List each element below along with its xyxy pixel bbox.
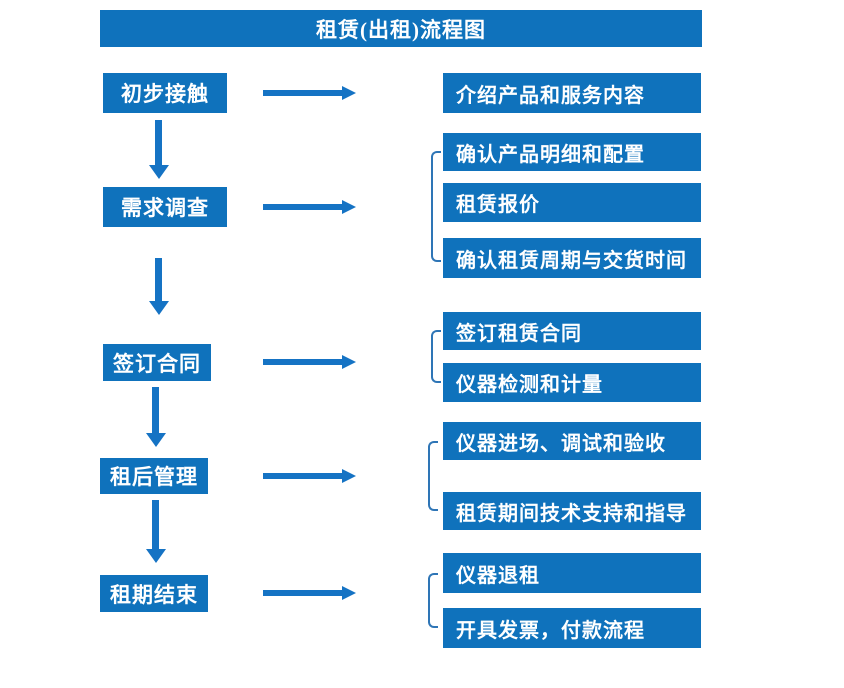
stage-box-initial-contact: 初步接触: [103, 73, 227, 113]
output-label: 仪器检测和计量: [456, 374, 603, 396]
output-box-sign-rental-contract: 签订租赁合同: [443, 312, 701, 350]
output-box-confirm-product-config: 确认产品明细和配置: [443, 133, 701, 171]
stage-box-sign-contract: 签订合同: [103, 344, 211, 381]
right-arrow-icon: [263, 469, 356, 483]
down-arrow-icon: [149, 258, 169, 315]
output-label: 签订租赁合同: [456, 322, 582, 345]
down-arrow-icon: [146, 500, 166, 563]
output-box-rental-quote: 租赁报价: [443, 183, 701, 222]
output-box-instrument-return: 仪器退租: [443, 553, 701, 593]
output-label: 开具发票，付款流程: [456, 619, 645, 642]
down-arrow-icon: [146, 387, 166, 447]
flow-title: 租赁(出租)流程图: [316, 17, 486, 42]
group-bracket: [428, 441, 438, 511]
group-bracket: [428, 573, 438, 628]
output-label: 确认租赁周期与交货时间: [456, 249, 687, 272]
stage-box-demand-survey: 需求调查: [103, 187, 227, 227]
output-label: 仪器退租: [456, 564, 540, 587]
output-box-instrument-onsite-acceptance: 仪器进场、调试和验收: [443, 422, 701, 460]
output-box-tech-support: 租赁期间技术支持和指导: [443, 492, 701, 530]
right-arrow-icon: [263, 586, 356, 600]
group-bracket: [431, 330, 441, 383]
stage-label: 需求调查: [121, 196, 209, 220]
flow-title-bar: 租赁(出租)流程图: [100, 10, 702, 47]
output-box-instrument-testing: 仪器检测和计量: [443, 363, 701, 402]
stage-box-post-rental-management: 租后管理: [100, 458, 208, 494]
output-label: 租赁期间技术支持和指导: [456, 502, 687, 525]
stage-label: 租期结束: [110, 582, 198, 607]
output-label: 租赁报价: [456, 194, 540, 216]
group-bracket: [431, 151, 441, 262]
output-box-invoice-payment: 开具发票，付款流程: [443, 608, 701, 648]
output-box-confirm-period-delivery: 确认租赁周期与交货时间: [443, 238, 701, 278]
right-arrow-icon: [263, 355, 356, 369]
output-box-intro-services: 介绍产品和服务内容: [443, 73, 701, 113]
stage-box-rental-end: 租期结束: [100, 575, 208, 612]
stage-label: 初步接触: [121, 82, 209, 106]
output-label: 确认产品明细和配置: [456, 143, 645, 166]
down-arrow-icon: [149, 120, 169, 179]
output-label: 仪器进场、调试和验收: [456, 432, 666, 455]
stage-label: 签订合同: [113, 351, 201, 376]
right-arrow-icon: [263, 200, 356, 214]
output-label: 介绍产品和服务内容: [456, 84, 645, 107]
stage-label: 租后管理: [110, 465, 198, 489]
right-arrow-icon: [263, 86, 356, 100]
